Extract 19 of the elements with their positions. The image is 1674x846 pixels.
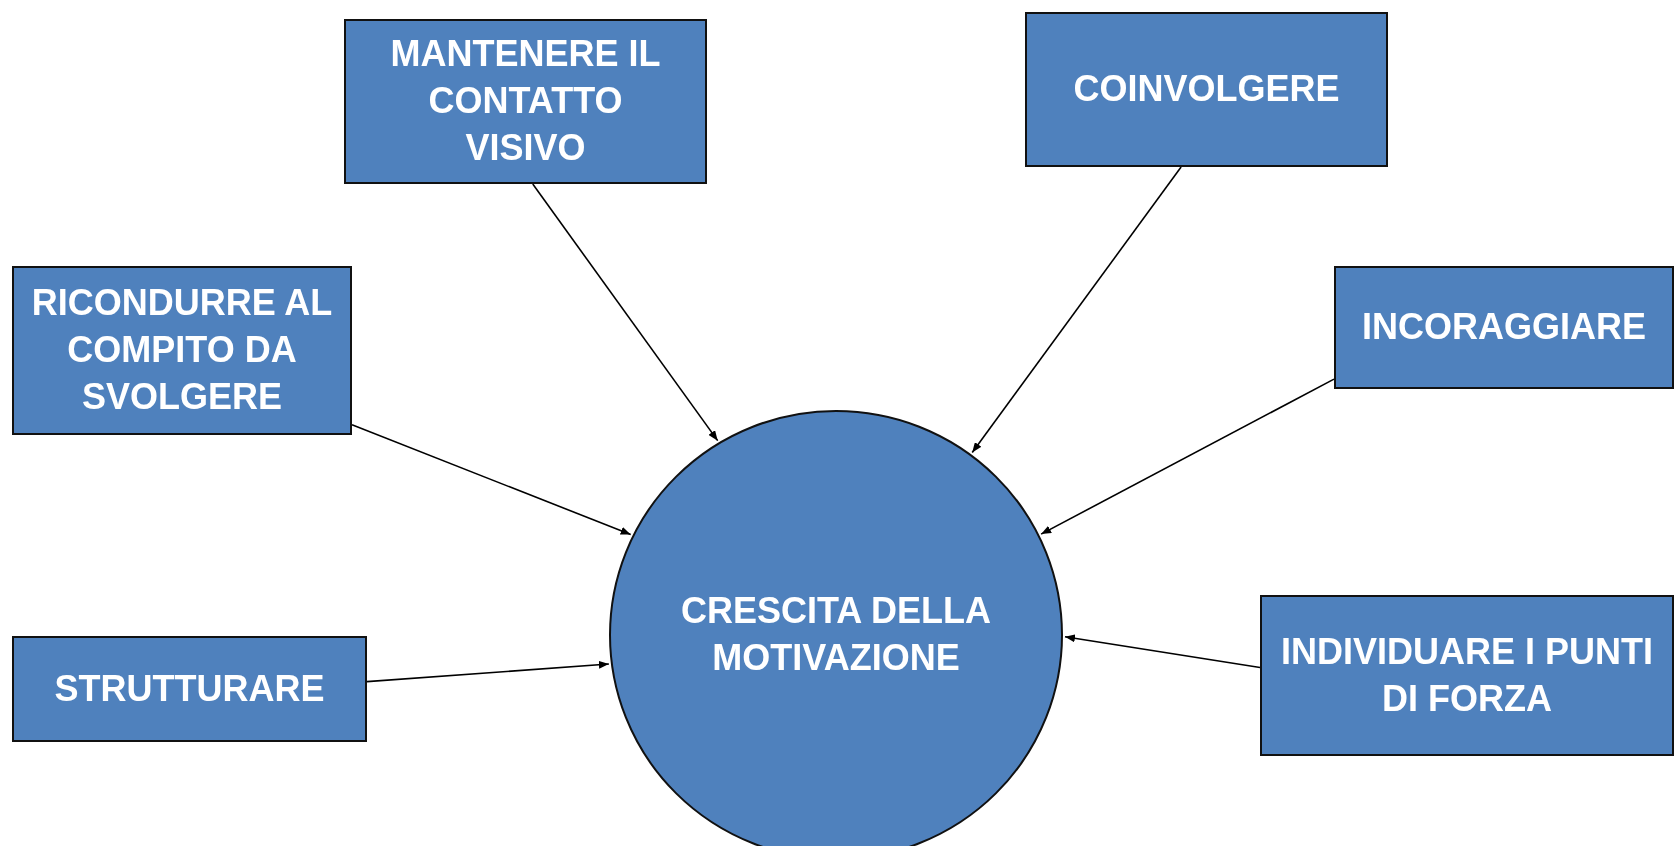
process-box — [344, 19, 707, 184]
process-box — [12, 266, 352, 435]
arrow — [1064, 634, 1261, 669]
arrow — [351, 424, 632, 536]
node-label: RICONDURRE AL COMPITO DA SVOLGERE — [30, 281, 334, 419]
process-box — [1025, 12, 1388, 167]
node-label: STRUTTURARE — [53, 666, 326, 711]
arrow — [366, 660, 610, 683]
node-label: INCORAGGIARE — [1361, 305, 1647, 350]
node-label: COINVOLGERE — [1072, 67, 1341, 112]
arrow — [1040, 378, 1335, 535]
arrow — [531, 183, 719, 442]
node-label: CRESCITA DELLA MOTIVAZIONE — [680, 589, 992, 680]
arrow — [971, 166, 1182, 454]
node-label: MANTENERE IL CONTATTO VISIVO — [389, 32, 662, 170]
node-label: INDIVIDUARE I PUNTI DI FORZA — [1280, 629, 1654, 721]
process-box — [1334, 266, 1674, 389]
process-box — [12, 636, 367, 742]
process-box — [1260, 595, 1674, 756]
